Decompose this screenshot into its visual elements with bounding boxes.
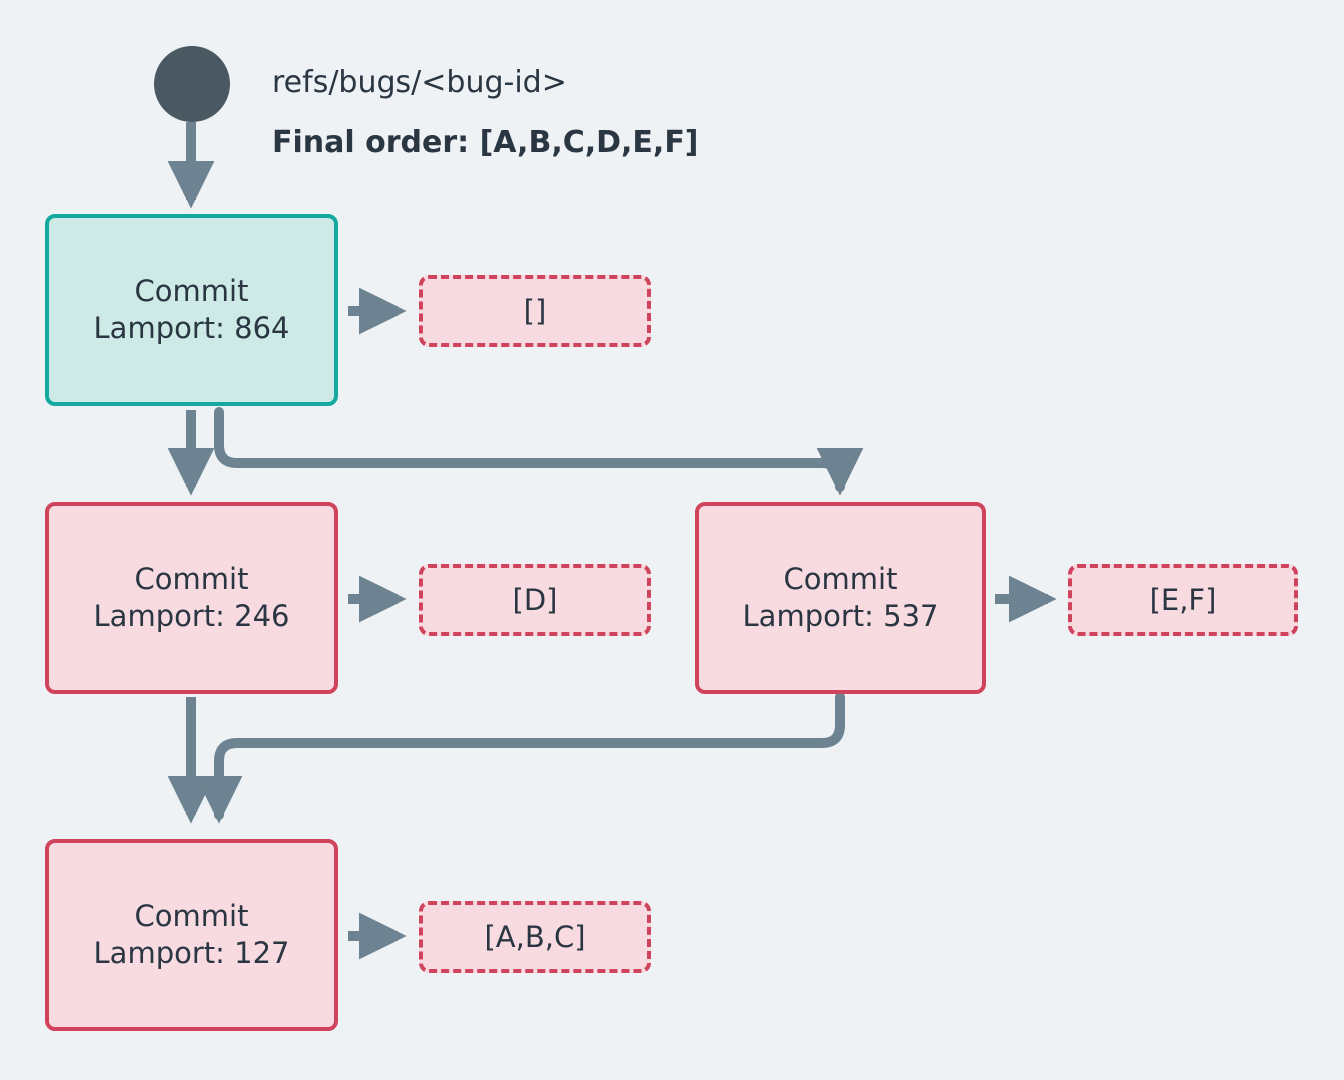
payload-box-127[interactable]: [A,B,C] bbox=[419, 901, 651, 973]
root-node-icon[interactable] bbox=[154, 46, 230, 122]
commit-node-864-type: Commit bbox=[134, 273, 249, 308]
commit-node-127[interactable]: Commit Lamport: 127 bbox=[45, 839, 338, 1031]
payload-box-537[interactable]: [E,F] bbox=[1068, 564, 1298, 636]
commit-node-246-clock: Lamport: 246 bbox=[93, 599, 290, 633]
commit-node-864-clock: Lamport: 864 bbox=[93, 311, 290, 345]
commit-node-537-clock: Lamport: 537 bbox=[742, 599, 939, 633]
payload-box-246[interactable]: [D] bbox=[419, 564, 651, 636]
final-order-label: Final order: [A,B,C,D,E,F] bbox=[272, 125, 699, 160]
edge-c537-to-c127 bbox=[195, 692, 845, 824]
edge-c864-to-c537 bbox=[214, 407, 864, 496]
commit-node-246-type: Commit bbox=[134, 561, 249, 596]
commit-node-537-type: Commit bbox=[783, 561, 898, 596]
commit-node-246[interactable]: Commit Lamport: 246 bbox=[45, 502, 338, 694]
commit-node-127-clock: Lamport: 127 bbox=[93, 936, 290, 970]
commit-node-537[interactable]: Commit Lamport: 537 bbox=[695, 502, 986, 694]
commit-node-864[interactable]: Commit Lamport: 864 bbox=[45, 214, 338, 406]
commit-node-127-type: Commit bbox=[134, 898, 249, 933]
payload-box-864[interactable]: [] bbox=[419, 275, 651, 347]
ref-label: refs/bugs/<bug-id> bbox=[272, 65, 567, 100]
